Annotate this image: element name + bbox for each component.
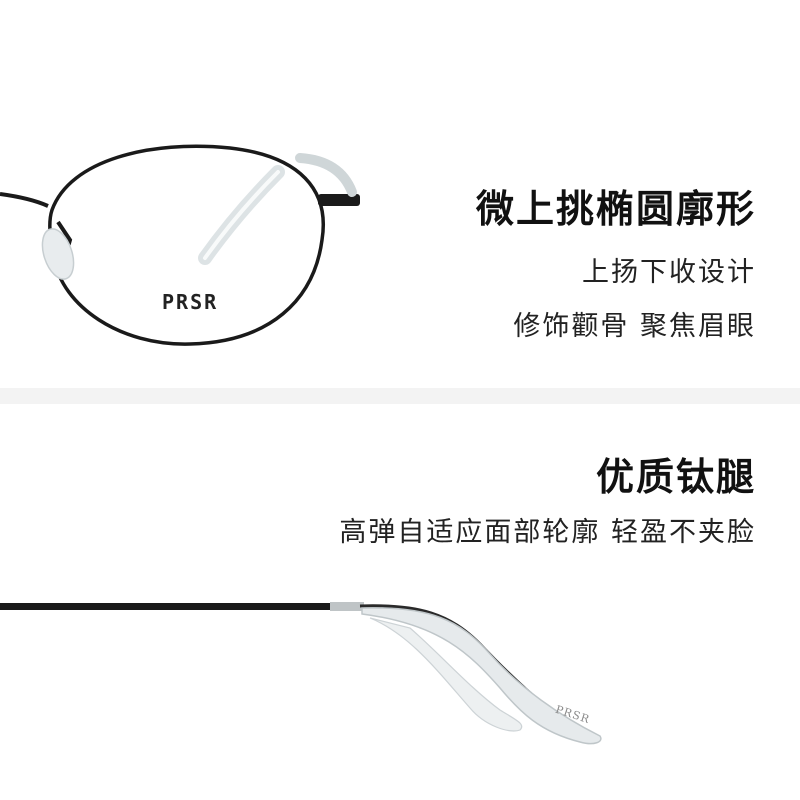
shape-section: PRSR 微上挑椭圆廓形 上扬下收设计 修饰颧骨 聚焦眉眼 <box>0 0 800 388</box>
temple-line-1: 高弹自适应面部轮廓 轻盈不夹脸 <box>339 517 756 548</box>
shape-headline: 微上挑椭圆廓形 <box>475 187 756 231</box>
temple-headline: 优质钛腿 <box>595 455 756 499</box>
section-divider <box>0 388 800 404</box>
titanium-temple-illustration <box>0 602 602 745</box>
lens-brand-logo: PRSR <box>162 290 219 314</box>
shape-line-1: 上扬下收设计 <box>582 257 756 288</box>
shape-line-2: 修饰颧骨 聚焦眉眼 <box>513 311 756 342</box>
temple-section: 优质钛腿 高弹自适应面部轮廓 轻盈不夹脸 <box>0 404 800 800</box>
oval-frame-illustration <box>0 144 360 346</box>
